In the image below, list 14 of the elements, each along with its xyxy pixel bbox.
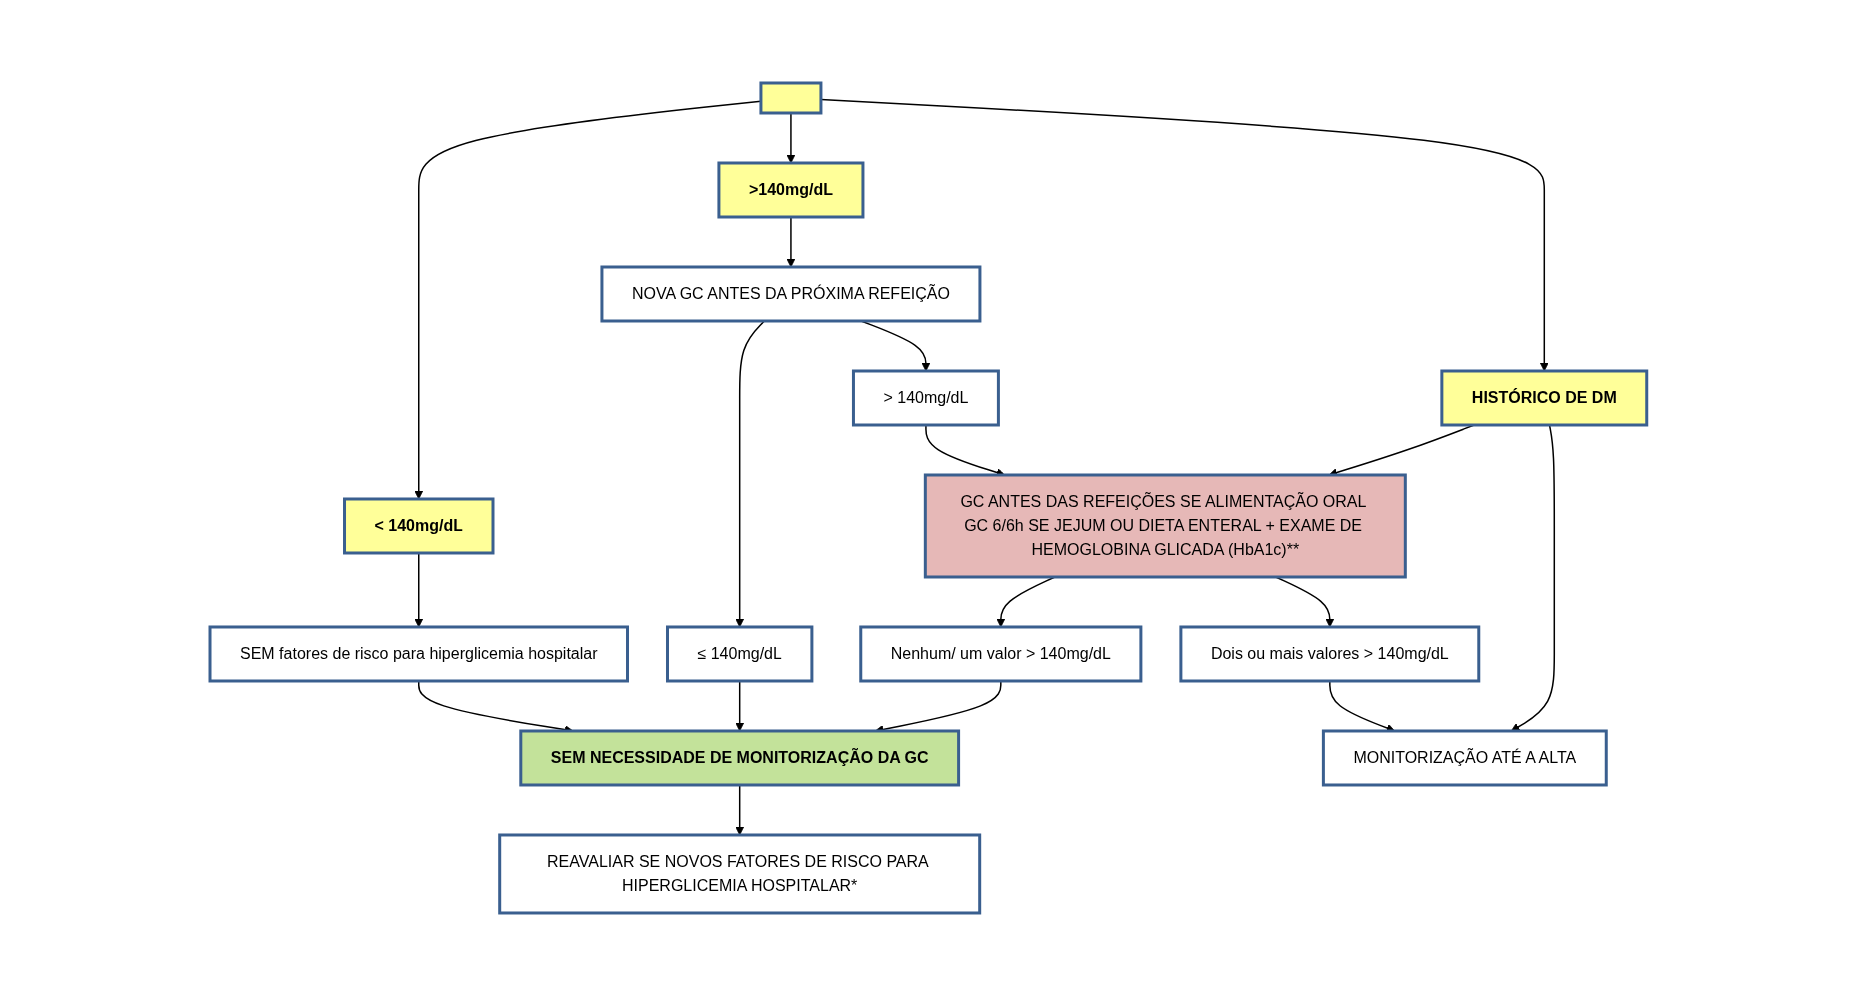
node-box: > 140mg/dL bbox=[851, 369, 1000, 426]
node-box: < 140mg/dL bbox=[342, 497, 495, 554]
node-box: ≤ 140mg/dL bbox=[665, 625, 813, 682]
node-box: MONITORIZAÇÃO ATÉ A ALTA bbox=[1321, 729, 1608, 786]
node-box bbox=[759, 81, 823, 114]
node-box: Dois ou mais valores > 140mg/dL bbox=[1179, 625, 1480, 682]
node-box: REAVALIAR SE NOVOS FATORES DE RISCO PARA HIPERGLICEMIA HOSPITALAR* bbox=[497, 833, 981, 914]
node-box: >140mg/dL bbox=[717, 161, 865, 218]
node-box: GC ANTES DAS REFEIÇÕES SE ALIMENTAÇÃO ORAL GC 6/6h SE JEJUM OU DIETA ENTERAL + EXAME DE HEMOGLOBINA GLICADA (HbA1c)** bbox=[923, 473, 1407, 578]
node-box: SEM fatores de risco para hiperglicemia hospitalar bbox=[208, 625, 629, 682]
node-box: Nenhum/ um valor > 140mg/dL bbox=[858, 625, 1142, 682]
node-box: SEM NECESSIDADE DE MONITORIZAÇÃO DA GC bbox=[518, 729, 960, 786]
node-box: HISTÓRICO DE DM bbox=[1440, 369, 1648, 426]
node-box: NOVA GC ANTES DA PRÓXIMA REFEIÇÃO bbox=[600, 265, 982, 322]
